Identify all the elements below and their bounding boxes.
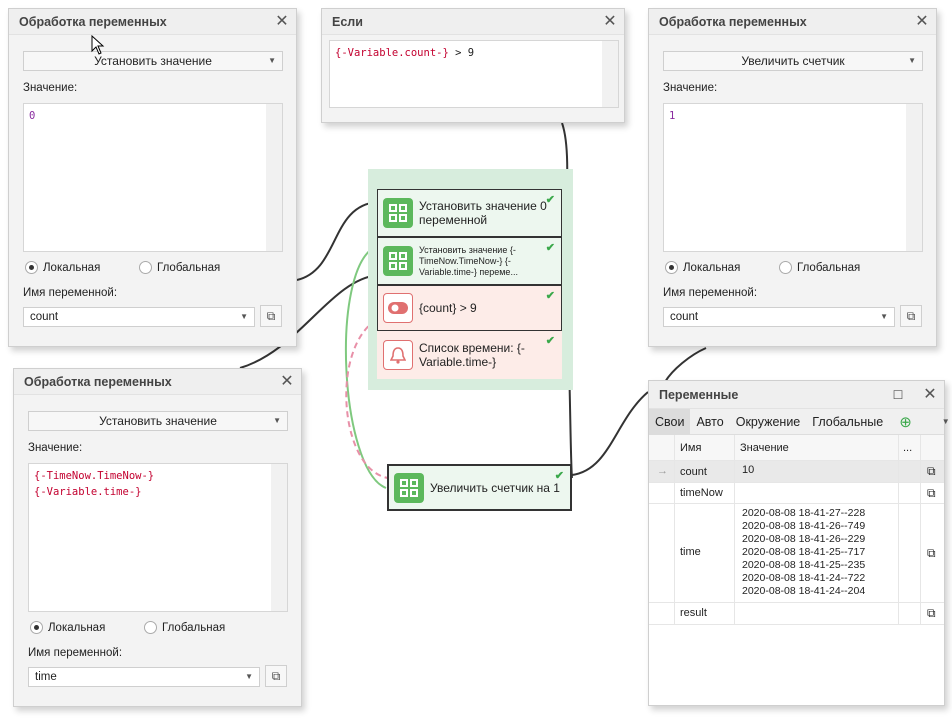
- maximize-icon[interactable]: ☐: [892, 388, 904, 402]
- check-icon: ✔: [545, 335, 555, 347]
- varname-combo[interactable]: time▼: [28, 667, 260, 687]
- mouse-cursor-icon: [91, 35, 105, 55]
- variables-tabs: Свои Авто Окружение Глобальные ⊕ ▼: [649, 408, 950, 435]
- radio-local[interactable]: Локальная: [665, 261, 740, 274]
- row-name: time: [675, 504, 735, 602]
- copy-icon[interactable]: ⧉: [265, 665, 287, 687]
- check-icon: ✔: [545, 194, 555, 206]
- bell-icon: [383, 339, 413, 370]
- varname-label: Имя переменной:: [663, 287, 758, 299]
- copy-icon[interactable]: ⧉: [927, 606, 936, 620]
- radio-global[interactable]: Глобальная: [779, 261, 860, 274]
- check-icon: ✔: [545, 290, 555, 302]
- node-label: {count} > 9: [419, 301, 477, 315]
- variable-processing-panel-bottom: Обработка переменных ✕ Установить значен…: [13, 368, 302, 707]
- tab-own[interactable]: Свои: [649, 408, 691, 435]
- flow-node-set-time[interactable]: Установить значение {-TimeNow.TimeNow-} …: [377, 237, 562, 285]
- value-label: Значение:: [663, 82, 718, 94]
- copy-icon[interactable]: ⧉: [260, 305, 282, 327]
- grid-icon: [394, 472, 424, 503]
- copy-icon[interactable]: ⧉: [927, 486, 936, 500]
- flow-node-increment[interactable]: Увеличить счетчик на 1 ✔: [387, 464, 572, 511]
- panel-title: Обработка переменных ✕: [649, 9, 936, 35]
- value-editor[interactable]: {-TimeNow.TimeNow-} {-Variable.time-}: [28, 463, 288, 612]
- copy-icon[interactable]: ⧉: [927, 464, 936, 478]
- node-label: Установить значение {-TimeNow.TimeNow-} …: [419, 244, 518, 277]
- table-row[interactable]: result ⧉: [649, 603, 944, 625]
- chevron-down-icon[interactable]: ▼: [941, 417, 950, 426]
- node-label: Список времени: {-Variable.time-}: [419, 340, 525, 369]
- toggle-icon: [383, 293, 413, 323]
- grid-icon: [383, 246, 413, 276]
- variables-panel: Переменные ☐ ✕ Свои Авто Окружение Глоба…: [648, 380, 950, 706]
- action-dropdown[interactable]: Установить значение▼: [23, 51, 283, 71]
- panel-title: Обработка переменных ✕: [14, 369, 301, 395]
- if-panel: Если ✕ {-Variable.count-} > 9: [321, 8, 625, 123]
- action-dropdown[interactable]: Увеличить счетчик▼: [663, 51, 923, 71]
- tab-auto[interactable]: Авто: [696, 414, 724, 429]
- varname-combo[interactable]: count▼: [663, 307, 895, 327]
- check-icon: ✔: [545, 242, 555, 254]
- radio-local[interactable]: Локальная: [25, 261, 100, 274]
- condition-editor[interactable]: {-Variable.count-} > 9: [329, 40, 619, 108]
- row-name: count: [675, 461, 735, 482]
- row-name: timeNow: [675, 483, 735, 503]
- column-more[interactable]: ...: [899, 435, 921, 460]
- table-row[interactable]: time 2020-08-08 18-41-27--228 2020-08-08…: [649, 504, 944, 603]
- close-icon[interactable]: ✕: [275, 13, 289, 30]
- variable-processing-panel-right: Обработка переменных ✕ Увеличить счетчик…: [648, 8, 937, 347]
- column-value[interactable]: Значение: [735, 435, 899, 460]
- table-row[interactable]: → count 10 ⧉: [649, 461, 944, 483]
- row-name: result: [675, 603, 735, 624]
- column-name[interactable]: Имя: [675, 435, 735, 460]
- close-icon[interactable]: ✕: [603, 13, 617, 30]
- row-value: 2020-08-08 18-41-27--228 2020-08-08 18-4…: [735, 504, 899, 602]
- flow-node-if[interactable]: {count} > 9 ✔: [377, 285, 562, 331]
- panel-title: Если ✕: [322, 9, 624, 35]
- close-icon[interactable]: ✕: [915, 13, 929, 30]
- check-icon: ✔: [554, 470, 564, 482]
- close-icon[interactable]: ✕: [280, 373, 294, 390]
- value-editor[interactable]: 1: [663, 103, 923, 252]
- value-label: Значение:: [28, 442, 83, 454]
- radio-global[interactable]: Глобальная: [144, 621, 225, 634]
- table-row[interactable]: timeNow ⧉: [649, 483, 944, 504]
- flow-node-set-zero[interactable]: Установить значение 0 переменной ✔: [377, 189, 562, 237]
- radio-local[interactable]: Локальная: [30, 621, 105, 634]
- grid-icon: [383, 198, 413, 228]
- value-editor[interactable]: 0: [23, 103, 283, 252]
- varname-label: Имя переменной:: [23, 287, 118, 299]
- flow-node-time-list[interactable]: Список времени: {-Variable.time-} ✔: [377, 331, 562, 379]
- varname-label: Имя переменной:: [28, 647, 123, 659]
- row-value: 10: [735, 461, 899, 482]
- row-arrow-icon: →: [649, 461, 675, 482]
- copy-icon[interactable]: ⧉: [900, 305, 922, 327]
- value-label: Значение:: [23, 82, 78, 94]
- varname-combo[interactable]: count▼: [23, 307, 255, 327]
- node-label: Увеличить счетчик на 1: [430, 480, 560, 495]
- table-header: Имя Значение ...: [649, 435, 944, 461]
- copy-icon[interactable]: ⧉: [927, 546, 936, 560]
- variable-processing-panel-left: Обработка переменных ✕ Установить значен…: [8, 8, 297, 347]
- radio-global[interactable]: Глобальная: [139, 261, 220, 274]
- add-icon[interactable]: ⊕: [899, 413, 912, 431]
- action-dropdown[interactable]: Установить значение▼: [28, 411, 288, 431]
- panel-title: Обработка переменных ✕: [9, 9, 296, 35]
- panel-title: Переменные ☐ ✕: [649, 381, 944, 409]
- tab-environment[interactable]: Окружение: [735, 414, 801, 429]
- node-label: Установить значение 0 переменной: [419, 199, 547, 227]
- tab-global[interactable]: Глобальные: [812, 414, 884, 429]
- close-icon[interactable]: ✕: [923, 386, 937, 403]
